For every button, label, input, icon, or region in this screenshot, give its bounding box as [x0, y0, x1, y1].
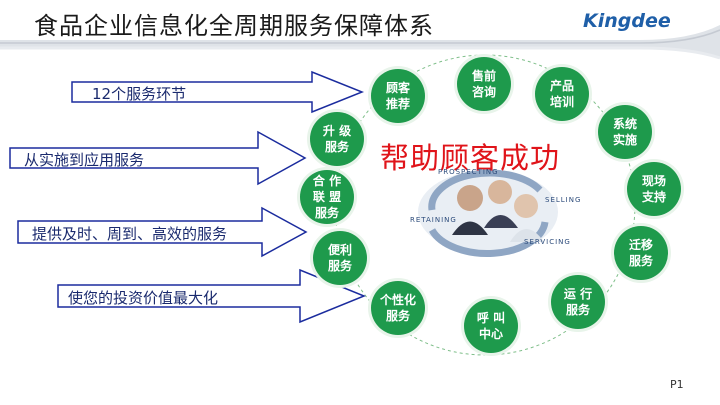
arrow-3: [17, 206, 308, 258]
service-node-4: [627, 162, 681, 216]
service-node-2: [535, 67, 589, 121]
service-node-label-8: 个性化 服务: [379, 293, 416, 323]
page-title: 食品企业信息化全周期服务保障体系: [34, 12, 434, 40]
service-node-label-11: 升 级 服务: [322, 124, 352, 154]
center-people-image: [418, 169, 558, 257]
service-node-label-9: 便利 服务: [327, 243, 352, 273]
service-node-9: [313, 231, 367, 285]
cycle-word-selling: SELLING: [545, 196, 582, 204]
service-node-label-5: 迁移 服务: [628, 238, 653, 268]
arrow-1: [71, 70, 365, 114]
service-node-label-1: 售前 咨询: [471, 69, 496, 99]
service-node-5: [614, 226, 668, 280]
service-node-10: [300, 170, 354, 224]
arrow-4-label: 使您的投资价值最大化: [68, 289, 219, 307]
arrow-1-label: 12个服务环节: [92, 85, 187, 103]
service-node-6: [551, 275, 605, 329]
arrow-2-label: 从实施到应用服务: [24, 151, 145, 169]
node-layer: [297, 54, 684, 356]
center-title: 帮助顾客成功: [380, 141, 561, 175]
page-number: P1: [670, 378, 684, 391]
service-node-label-7: 呼 叫 中心: [476, 311, 506, 341]
arrow-4: [57, 268, 366, 324]
service-node-11: [310, 112, 364, 166]
service-node-label-4: 现场 支持: [641, 174, 666, 204]
service-node-label-10: 合 作 联 盟 服务: [312, 174, 342, 220]
service-node-1: [457, 57, 511, 111]
kingdee-logo: Kingdee: [583, 10, 671, 32]
service-node-7: [464, 299, 518, 353]
arrow-3-label: 提供及时、周到、高效的服务: [32, 225, 228, 243]
cycle-word-retaining: RETAINING: [410, 216, 457, 224]
cycle-word-prospecting: PROSPECTING: [438, 168, 499, 176]
arrow-2: [9, 130, 307, 186]
service-node-label-0: 顾客 推荐: [385, 81, 410, 111]
service-node-label-6: 运 行 服务: [563, 287, 593, 317]
service-node-label-2: 产品 培训: [549, 79, 574, 109]
service-node-3: [598, 105, 652, 159]
header-band: [0, 25, 720, 60]
service-node-label-3: 系统 实施: [612, 117, 637, 147]
service-node-0: [371, 69, 425, 123]
cycle-word-servicing: SERVICING: [524, 238, 571, 246]
service-node-8: [371, 281, 425, 335]
